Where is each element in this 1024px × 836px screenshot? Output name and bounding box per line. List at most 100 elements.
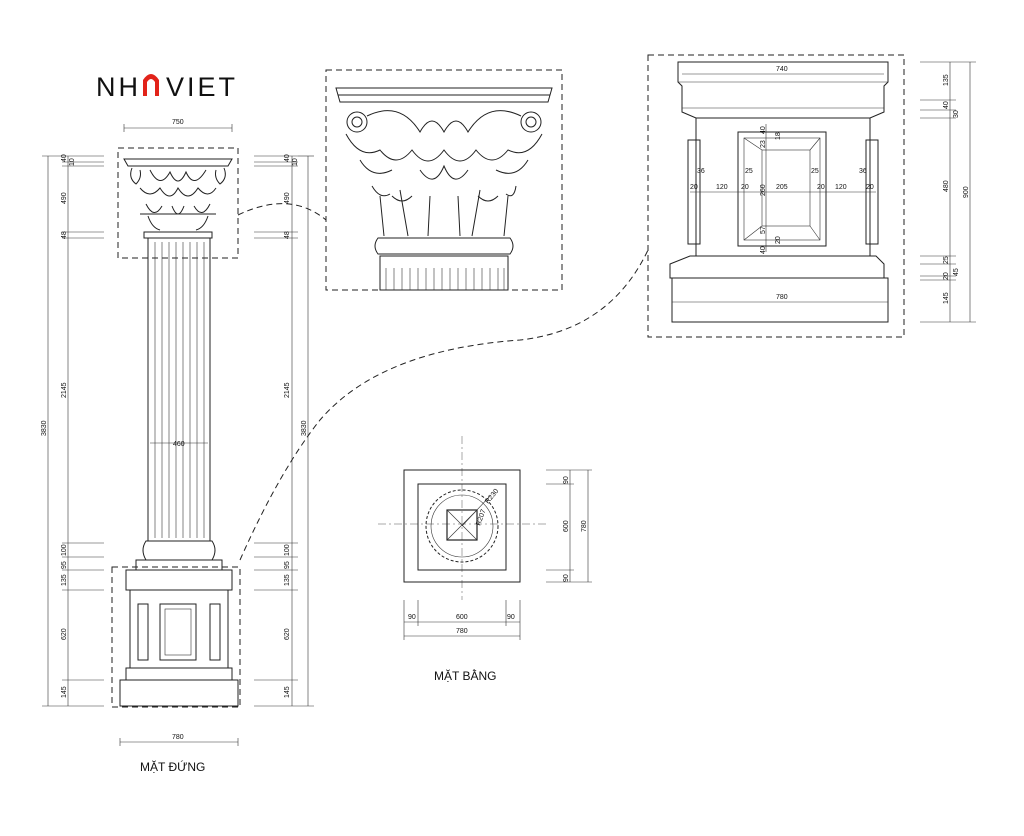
dim-plan-right-1: 600 [563, 520, 570, 532]
dim-base-right-7: 145 [943, 292, 950, 304]
dim-left-3: 48 [61, 231, 68, 239]
dim-right-3: 48 [284, 231, 291, 239]
dim-row-0: 20 [690, 184, 698, 191]
column-plan: R230 R207 90 600 90 780 90 600 90 780 MẶ… [378, 436, 592, 683]
dim-base-bottom-width: 780 [776, 294, 788, 301]
plan-caption: MẶT BẰNG [434, 668, 496, 683]
dim-right-8: 620 [284, 628, 291, 640]
dim-row-1: 120 [716, 184, 728, 191]
base-detail-plinth [671, 277, 889, 323]
dim-left-0: 40 [61, 154, 68, 162]
dim-left-8: 620 [61, 628, 68, 640]
dim-right-4: 2145 [284, 382, 291, 398]
dim-panel-side-2: 25 [811, 168, 819, 175]
capital-leader-line [237, 203, 327, 221]
dim-shaft-width: 460 [173, 441, 185, 448]
dim-row-4: 20 [817, 184, 825, 191]
column-shaft [147, 237, 211, 542]
dim-panel-side-1: 25 [745, 168, 753, 175]
capital-astragal [143, 231, 213, 239]
base-detail: 740 780 20 120 20 205 20 120 20 36 25 25… [647, 54, 976, 338]
dim-right-6: 95 [284, 561, 291, 569]
dim-panel-side-3: 36 [859, 168, 867, 175]
dim-right-0: 40 [284, 154, 291, 162]
dim-panel-vert-3: 57 [760, 226, 767, 234]
logo-arch-icon [143, 74, 159, 96]
capital-detail-astragal [374, 237, 514, 255]
dim-plan-radius-outer: R230 [484, 488, 500, 505]
capital-detail-shaft-top [379, 255, 509, 291]
dim-plan-bottom-0: 90 [408, 614, 416, 621]
dim-panel-vert-2: 23 [760, 140, 767, 148]
dim-plan-right-2: 90 [563, 574, 570, 582]
plan-inner-square [417, 483, 507, 571]
dim-right-2: 490 [284, 192, 291, 204]
base-plinth-top [135, 559, 223, 571]
plan-fluted-circle [425, 489, 499, 563]
dim-panel-side-0: 36 [697, 168, 705, 175]
plan-inner-circle [430, 494, 494, 558]
dim-left-total: 3830 [41, 420, 48, 436]
dim-top-width: 750 [172, 119, 184, 126]
logo-text-right: VIET [166, 72, 238, 102]
dim-plan-bottom-2: 90 [507, 614, 515, 621]
dim-left-2: 490 [61, 192, 68, 204]
dim-right-7: 135 [284, 574, 291, 586]
base-torus [142, 540, 216, 561]
dim-plan-bottom-1: 600 [456, 614, 468, 621]
dim-panel-height: 260 [760, 184, 767, 196]
base-detail-panel [737, 131, 827, 247]
pedestal-panel [159, 603, 197, 661]
base-leader-line [239, 249, 649, 561]
dim-base-right-1: 40 [943, 101, 950, 109]
capital-detail [325, 69, 563, 291]
column-elevation: 460 750 780 [41, 119, 314, 774]
dim-base-top-width: 740 [776, 66, 788, 73]
dim-left-5: 100 [61, 544, 68, 556]
dim-right-9: 145 [284, 686, 291, 698]
dim-left-9: 145 [61, 686, 68, 698]
pedestal-die [129, 589, 229, 669]
base-detail-box [111, 566, 241, 708]
dim-base-right-2: 30 [953, 110, 960, 118]
dim-panel-vert-5: 40 [760, 246, 767, 254]
dim-panel-vert-4: 20 [775, 236, 782, 244]
dim-plan-right-0: 90 [563, 476, 570, 484]
elevation-caption: MẶT ĐỨNG [140, 759, 205, 774]
dim-right-total: 3830 [301, 420, 308, 436]
dim-plan-right-total: 780 [581, 520, 588, 532]
dim-panel-vert-0: 40 [760, 126, 767, 134]
dim-plan-bottom-total: 780 [456, 628, 468, 635]
logo: NH VIET [96, 72, 238, 102]
dim-base-right-4: 25 [943, 256, 950, 264]
capital-abacus [123, 158, 233, 167]
dim-base-right-6: 20 [943, 272, 950, 280]
capital-ornament [130, 167, 226, 231]
dim-bottom-width: 780 [172, 734, 184, 741]
right-dim-chain [254, 155, 314, 707]
dim-row-6: 20 [866, 184, 874, 191]
capital-detail-abacus [335, 87, 553, 103]
dim-base-right-3: 480 [943, 180, 950, 192]
dim-base-right-5: 45 [953, 268, 960, 276]
dim-left-4: 2145 [61, 382, 68, 398]
dim-panel-vert-1: 18 [775, 132, 782, 140]
logo-text-left: NH [96, 72, 141, 102]
pedestal-cornice [125, 569, 233, 591]
dim-right-1: 10 [292, 158, 299, 166]
left-dim-chain [42, 155, 104, 707]
dim-base-right-total: 900 [963, 186, 970, 198]
capital-detail-box [117, 147, 239, 259]
plan-core [446, 509, 478, 541]
pedestal-base [119, 679, 239, 707]
dim-left-7: 135 [61, 574, 68, 586]
dim-left-6: 95 [61, 561, 68, 569]
dim-row-2: 20 [741, 184, 749, 191]
dim-row-5: 120 [835, 184, 847, 191]
dim-row-3: 205 [776, 184, 788, 191]
dim-base-right-0: 135 [943, 74, 950, 86]
dim-left-1: 10 [69, 158, 76, 166]
dim-right-5: 100 [284, 544, 291, 556]
